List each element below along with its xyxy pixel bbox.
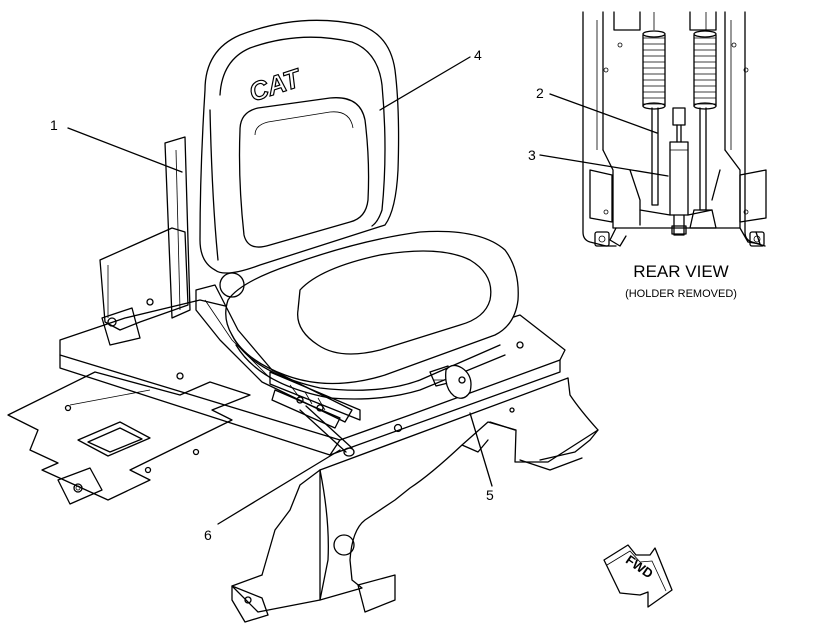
seat-back-bracket bbox=[99, 136, 191, 346]
callout-4: 4 bbox=[474, 47, 482, 63]
callout-1: 1 bbox=[50, 117, 58, 133]
adjust-lever bbox=[299, 405, 355, 457]
callout-leaders bbox=[67, 56, 669, 525]
callout-2: 2 bbox=[536, 85, 544, 101]
callout-6: 6 bbox=[204, 527, 212, 543]
rear-spring-left bbox=[642, 30, 666, 110]
rear-view-subtitle: (HOLDER REMOVED) bbox=[625, 288, 737, 300]
floor-plate bbox=[7, 299, 566, 505]
fwd-direction-arrow bbox=[603, 544, 673, 608]
callout-3: 3 bbox=[528, 147, 536, 163]
callout-5: 5 bbox=[486, 487, 494, 503]
seat-back bbox=[199, 19, 400, 274]
rear-spring-right bbox=[693, 30, 717, 110]
adjust-knob bbox=[429, 364, 472, 399]
slide-rail bbox=[269, 371, 361, 429]
rear-view-inset bbox=[582, 11, 767, 247]
pedestal-base bbox=[231, 377, 599, 623]
rear-view-title: REAR VIEW bbox=[633, 262, 728, 281]
